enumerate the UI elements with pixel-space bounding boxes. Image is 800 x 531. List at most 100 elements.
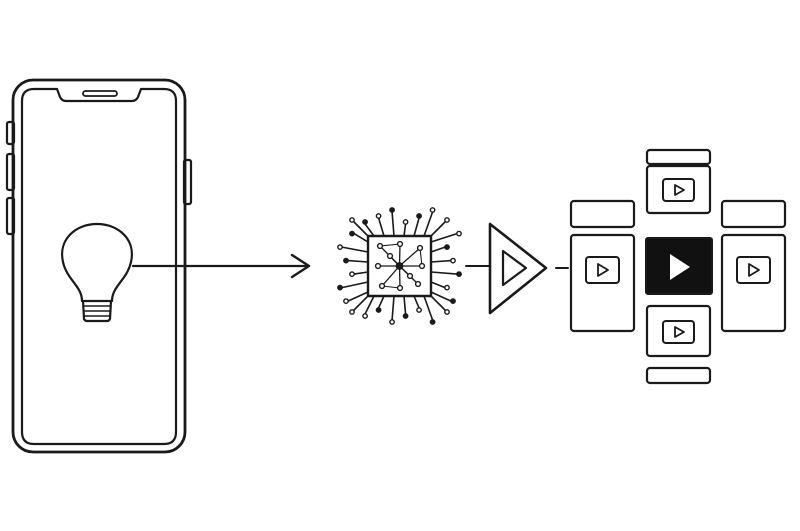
chip-network-node bbox=[396, 240, 404, 248]
lightbulb-glass bbox=[61, 222, 133, 303]
phone-speaker bbox=[82, 90, 118, 97]
chip-network-node bbox=[396, 284, 404, 292]
chip-trace bbox=[347, 291, 369, 302]
chip-network-link bbox=[398, 247, 421, 267]
play-icon bbox=[674, 326, 685, 338]
chip-trace-node bbox=[375, 307, 382, 313]
chip-trace bbox=[377, 217, 385, 237]
chip-trace bbox=[423, 295, 434, 321]
chip-trace-node bbox=[362, 219, 368, 225]
chip-circuit-traces bbox=[337, 207, 462, 325]
chip-trace bbox=[377, 295, 385, 309]
chip-network-node bbox=[406, 272, 414, 280]
chip-trace bbox=[403, 295, 407, 315]
chip-network-hub bbox=[395, 262, 404, 270]
processor-chip-icon bbox=[337, 207, 462, 325]
chip-neural-network bbox=[374, 240, 426, 292]
play-icon bbox=[670, 254, 690, 280]
chip-trace bbox=[353, 295, 369, 311]
chip-trace bbox=[353, 232, 369, 243]
play-triangle-outer bbox=[488, 222, 548, 315]
lightbulb-icon bbox=[61, 222, 133, 323]
chip-trace-node bbox=[337, 244, 343, 251]
chip-trace bbox=[430, 281, 446, 289]
chip-trace-node bbox=[389, 319, 395, 325]
chip-network-node bbox=[374, 262, 382, 270]
chip-trace-node bbox=[429, 207, 436, 213]
chip-trace bbox=[430, 259, 452, 263]
chip-trace-node bbox=[375, 213, 382, 219]
chip-trace bbox=[430, 246, 446, 253]
chip-trace-node bbox=[416, 307, 422, 313]
chip-trace bbox=[391, 295, 395, 321]
chip-trace bbox=[341, 246, 369, 253]
chip-trace bbox=[403, 223, 407, 237]
chip-trace bbox=[430, 221, 446, 237]
thumbnail-bottom-play-button bbox=[662, 320, 695, 344]
chip-network-node bbox=[378, 282, 386, 290]
chip-trace bbox=[353, 221, 369, 237]
thumbnail-left-strip bbox=[569, 199, 636, 229]
thumbnail-right bbox=[720, 233, 787, 333]
chip-trace-node bbox=[402, 313, 409, 319]
chip-trace-node bbox=[343, 257, 349, 264]
chip-trace bbox=[430, 232, 458, 243]
chip-trace bbox=[430, 295, 446, 311]
phone-screen bbox=[20, 87, 178, 446]
thumbnail-left-play-button bbox=[585, 256, 620, 284]
chip-trace bbox=[353, 271, 369, 275]
chip-trace bbox=[413, 295, 420, 309]
thumbnail-left bbox=[569, 233, 636, 333]
chip-trace-node bbox=[450, 298, 456, 304]
chip-trace-node bbox=[343, 298, 349, 304]
chip-network-node bbox=[414, 280, 422, 288]
chip-trace-node bbox=[389, 207, 395, 213]
play-triangle-icon bbox=[488, 222, 548, 315]
chip-trace bbox=[430, 271, 458, 275]
chip-trace-node bbox=[362, 313, 368, 319]
chip-trace bbox=[430, 291, 452, 302]
chip-trace bbox=[364, 295, 375, 315]
chip-trace-node bbox=[349, 271, 355, 277]
play-icon bbox=[674, 184, 685, 196]
thumbnail-top-strip bbox=[645, 148, 712, 166]
chip-trace-node bbox=[402, 219, 409, 225]
chip-trace-node bbox=[450, 257, 456, 264]
lightbulb-base bbox=[81, 299, 113, 323]
chip-trace-node bbox=[349, 230, 355, 237]
thumbnail-bottom-strip bbox=[645, 366, 712, 385]
thumbnail-right-strip bbox=[720, 199, 787, 229]
thumbnail-top-play-button bbox=[662, 178, 695, 202]
chip-body bbox=[366, 234, 433, 298]
chip-trace-node bbox=[456, 271, 462, 277]
thumbnail-right-play-button bbox=[736, 256, 771, 284]
video-thumbnail-grid-icon bbox=[569, 148, 787, 385]
chip-trace-node bbox=[444, 244, 450, 251]
play-icon bbox=[748, 263, 760, 277]
chip-trace-node bbox=[456, 230, 462, 237]
thumbnail-top bbox=[645, 164, 712, 215]
chip-network-node bbox=[416, 244, 424, 252]
chip-trace bbox=[364, 223, 375, 237]
chip-trace-node bbox=[444, 284, 450, 291]
chip-trace-node bbox=[444, 309, 450, 315]
chip-trace bbox=[347, 259, 369, 263]
chip-trace bbox=[341, 281, 369, 289]
play-icon bbox=[597, 263, 609, 277]
play-triangle-inner bbox=[501, 249, 528, 287]
chip-network-link bbox=[381, 265, 401, 287]
chip-trace-node bbox=[349, 309, 355, 315]
thumbnail-bottom bbox=[645, 304, 712, 358]
chip-network-link bbox=[379, 243, 401, 247]
chip-trace-node bbox=[337, 284, 343, 291]
arrow-right-icon bbox=[131, 253, 311, 279]
chip-trace bbox=[423, 211, 434, 237]
chip-trace-node bbox=[349, 217, 355, 223]
chip-trace-node bbox=[429, 319, 436, 325]
chip-trace bbox=[413, 217, 420, 237]
chip-trace-node bbox=[416, 213, 422, 219]
chip-network-node bbox=[376, 242, 384, 250]
chip-network-node bbox=[418, 262, 426, 270]
